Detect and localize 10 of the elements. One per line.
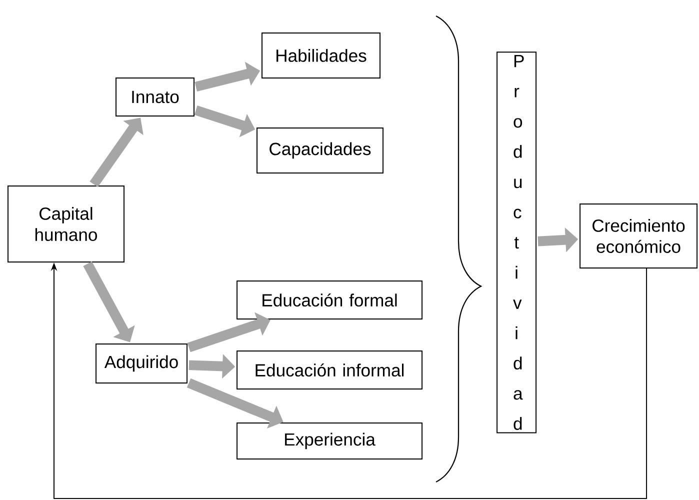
- process-box: Innato: [116, 78, 194, 116]
- process-box: Habilidades: [262, 32, 380, 78]
- process-box: Crecimiento económico: [580, 204, 698, 268]
- vertical-text-box: Productividad: [496, 52, 537, 434]
- process-box: Educación formal: [236, 280, 423, 320]
- process-box: Educación informal: [236, 350, 423, 390]
- process-box: Adquirido: [96, 343, 188, 384]
- process-box: Capacidades: [256, 127, 384, 174]
- process-box: Capital humano: [8, 186, 124, 262]
- process-box: Experiencia: [236, 422, 423, 460]
